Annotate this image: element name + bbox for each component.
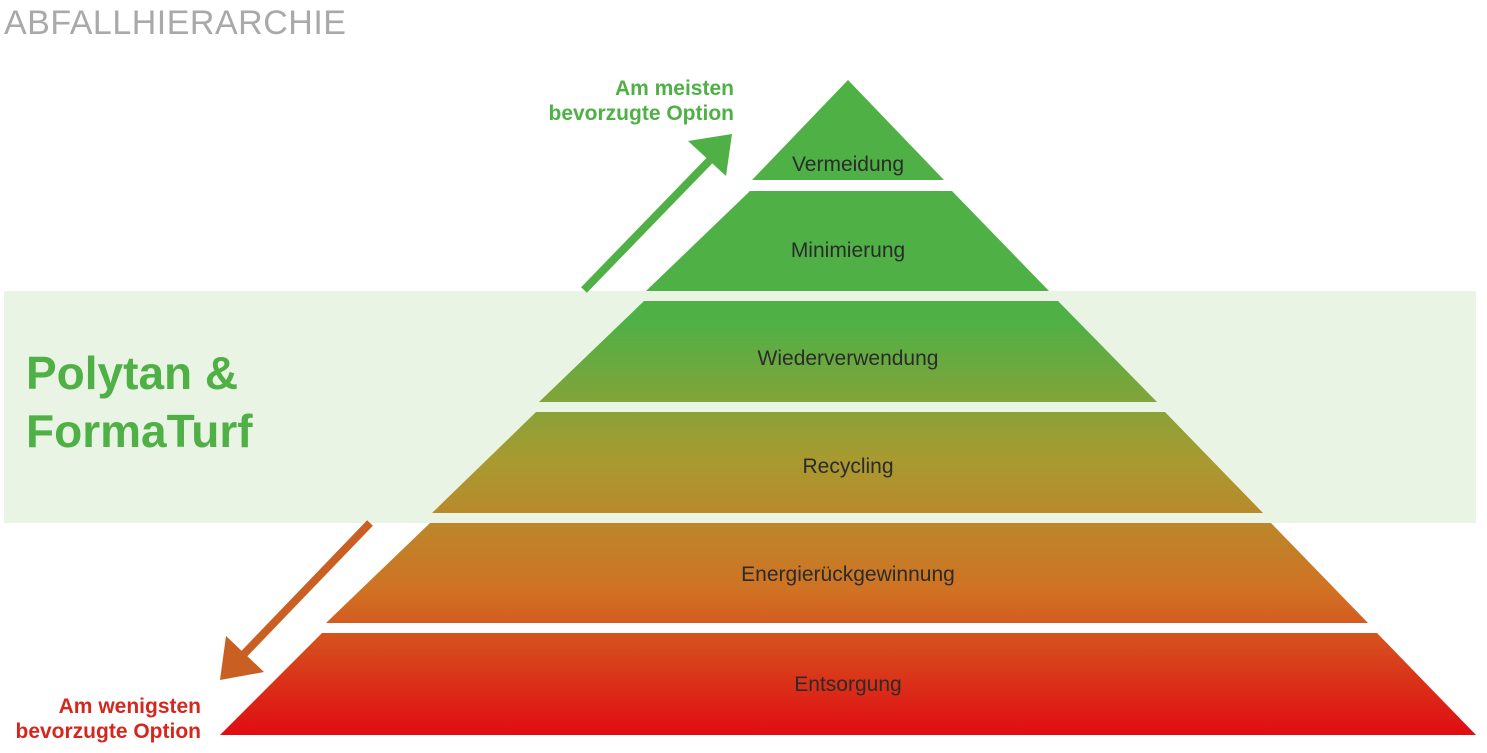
least-preferred-line-2: bevorzugte Option (15, 720, 202, 743)
arrow-up-icon (581, 134, 732, 293)
pyramid-tier-6 (220, 633, 1476, 735)
brand-label: Polytan & FormaTurf (26, 344, 253, 460)
least-preferred-label: Am wenigsten bevorzugte Option (16, 694, 202, 744)
most-preferred-line-2: bevorzugte Option (548, 102, 735, 125)
brand-line-1: Polytan & (26, 347, 239, 399)
tier-label-minimierung: Minimierung (791, 239, 905, 262)
pyramid-tier-5 (326, 523, 1368, 623)
most-preferred-label: Am meisten bevorzugte Option (549, 76, 735, 126)
most-preferred-line-1: Am meisten (614, 77, 734, 100)
tier-label-wiederverwendung: Wiederverwendung (758, 347, 939, 370)
tier-label-recycling: Recycling (802, 455, 893, 478)
tier-label-vermeidung: Vermeidung (792, 153, 904, 176)
tier-label-energierueckgewinnung: Energierückgewinnung (741, 563, 955, 586)
pyramid-tier-3 (539, 301, 1157, 402)
least-preferred-line-1: Am wenigsten (58, 695, 201, 718)
pyramid-tier-1 (752, 80, 944, 180)
pyramid-tier-4 (432, 412, 1263, 513)
pyramid-tier-2 (646, 191, 1049, 291)
brand-line-2: FormaTurf (26, 405, 253, 457)
page-title: ABFALLHIERARCHIE (4, 4, 347, 42)
arrow-down-icon (220, 520, 373, 680)
tier-label-entsorgung: Entsorgung (794, 673, 901, 696)
